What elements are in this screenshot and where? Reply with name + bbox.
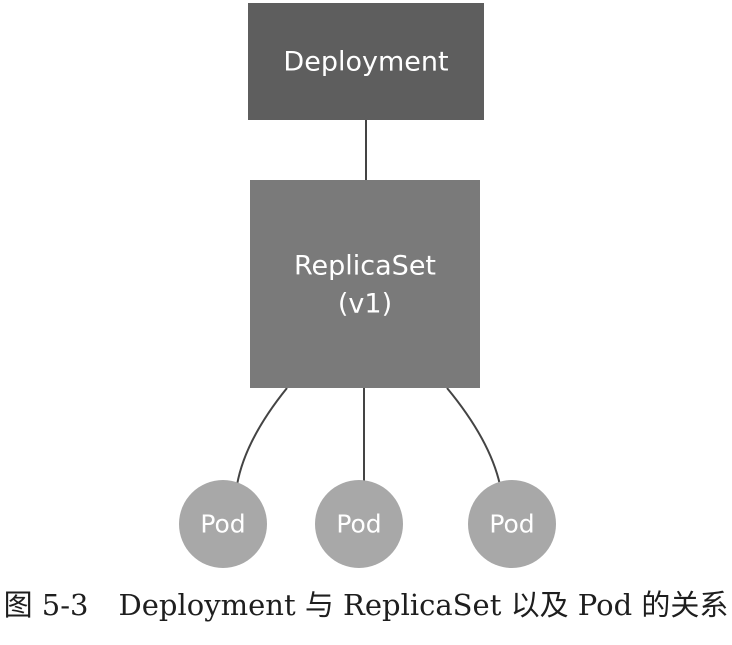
deployment-node: Deployment [248,3,484,120]
replicaset-label: ReplicaSet [294,251,436,282]
pod-node: Pod [315,480,403,568]
pod-label: Pod [489,510,534,539]
replicaset-version-label: (v1) [338,289,392,320]
connector-replicaset-pod-right [446,387,501,486]
pod-circle [315,480,403,568]
figure-number: 图 5-3 [3,588,89,622]
connector-replicaset-pod-left [236,387,288,486]
pod-circle [179,480,267,568]
pod-node: Pod [179,480,267,568]
deployment-box [248,3,484,120]
pod-circle [468,480,556,568]
pod-node: Pod [468,480,556,568]
deployment-label: Deployment [283,47,448,78]
figure-caption-text: Deployment 与 ReplicaSet 以及 Pod 的关系 [118,588,729,622]
pod-label: Pod [336,510,381,539]
pod-label: Pod [200,510,245,539]
figure-caption: 图 5-3 Deployment 与 ReplicaSet 以及 Pod 的关系 [0,582,732,624]
replicaset-node: ReplicaSet (v1) [250,180,480,388]
replicaset-box [250,180,480,388]
